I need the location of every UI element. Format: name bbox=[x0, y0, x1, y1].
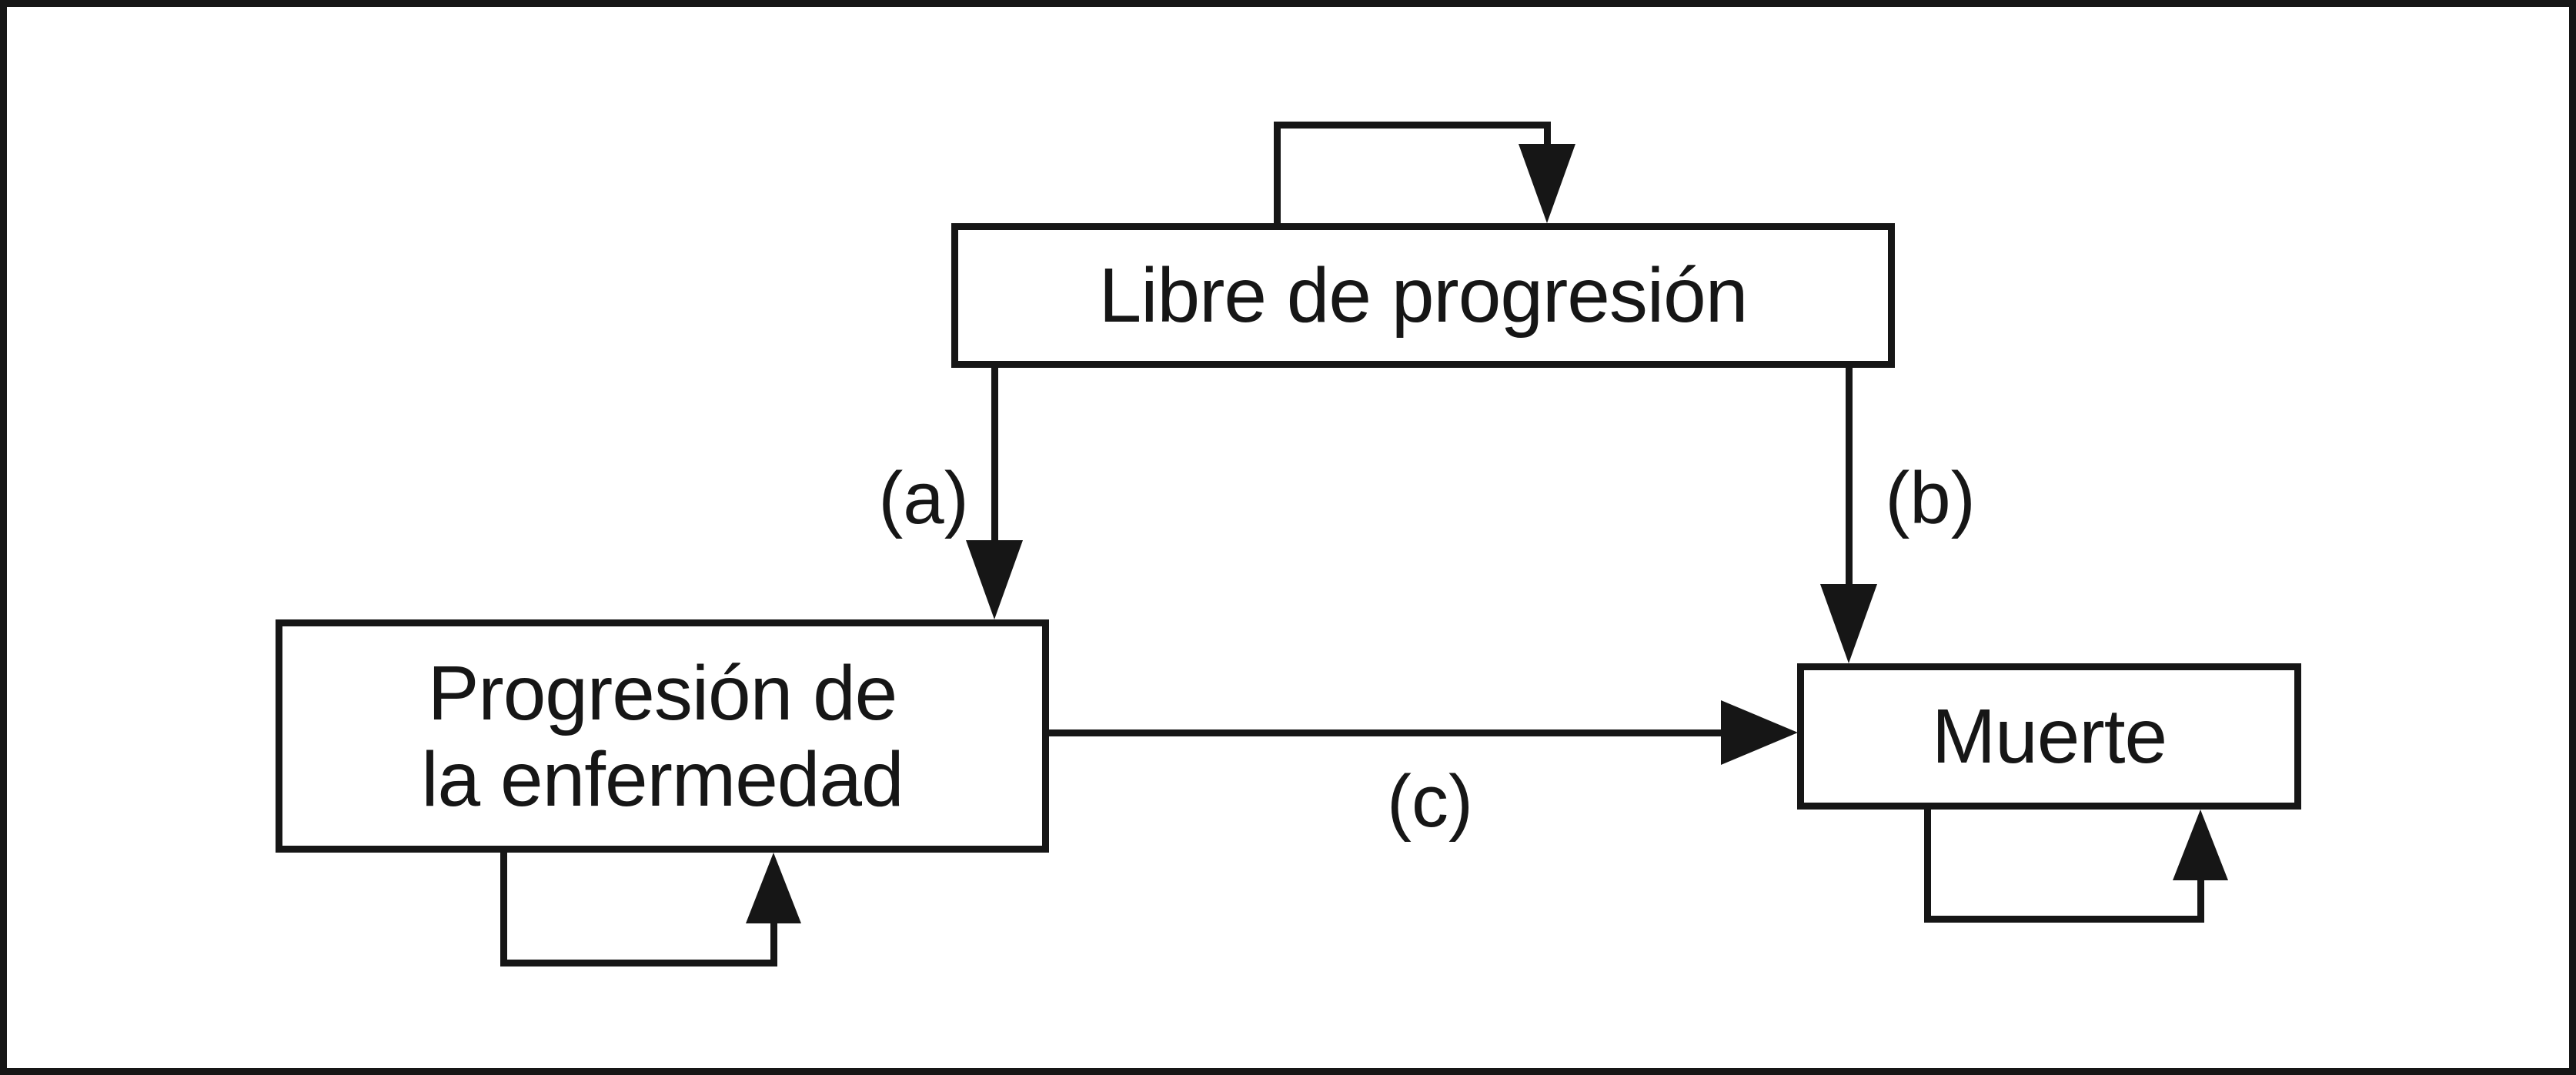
state-label-progression-free: Libre de progresión bbox=[1098, 252, 1749, 339]
self-loop-death-arrowhead-icon bbox=[2173, 810, 2228, 880]
transition-b-line bbox=[1846, 368, 1853, 591]
self-loop-progression-free-top-segment bbox=[1274, 122, 1551, 129]
self-loop-progression-free-arrowhead-icon bbox=[1519, 144, 1575, 223]
state-label-disease-progression: Progresión de la enfermedad bbox=[421, 649, 904, 823]
self-loop-death-right-segment bbox=[2197, 874, 2204, 923]
transition-c-line bbox=[1049, 729, 1730, 736]
state-label-disease-progression-line2: la enfermedad bbox=[421, 736, 904, 823]
self-loop-death-bottom-segment bbox=[1924, 916, 2204, 923]
self-loop-death-left-segment bbox=[1924, 810, 1931, 923]
self-loop-disease-progression-bottom-segment bbox=[500, 960, 777, 966]
transition-b-label: (b) bbox=[1885, 457, 1976, 539]
self-loop-disease-progression-left-segment bbox=[500, 853, 507, 966]
state-box-disease-progression: Progresión de la enfermedad bbox=[276, 619, 1049, 853]
state-box-death: Muerte bbox=[1797, 663, 2301, 810]
transition-c-label: (c) bbox=[1387, 760, 1473, 843]
transition-c-arrowhead-icon bbox=[1721, 700, 1798, 765]
self-loop-disease-progression-arrowhead-icon bbox=[746, 853, 801, 923]
transition-a-label: (a) bbox=[878, 457, 969, 539]
state-box-progression-free: Libre de progresión bbox=[951, 223, 1895, 368]
transition-a-line bbox=[991, 368, 998, 546]
self-loop-progression-free-left-segment bbox=[1274, 122, 1281, 226]
transition-b-arrowhead-icon bbox=[1820, 584, 1877, 663]
state-label-death: Muerte bbox=[1931, 693, 2167, 780]
self-loop-disease-progression-right-segment bbox=[770, 917, 777, 966]
state-label-disease-progression-line1: Progresión de bbox=[427, 649, 898, 736]
transition-a-arrowhead-icon bbox=[966, 540, 1023, 619]
